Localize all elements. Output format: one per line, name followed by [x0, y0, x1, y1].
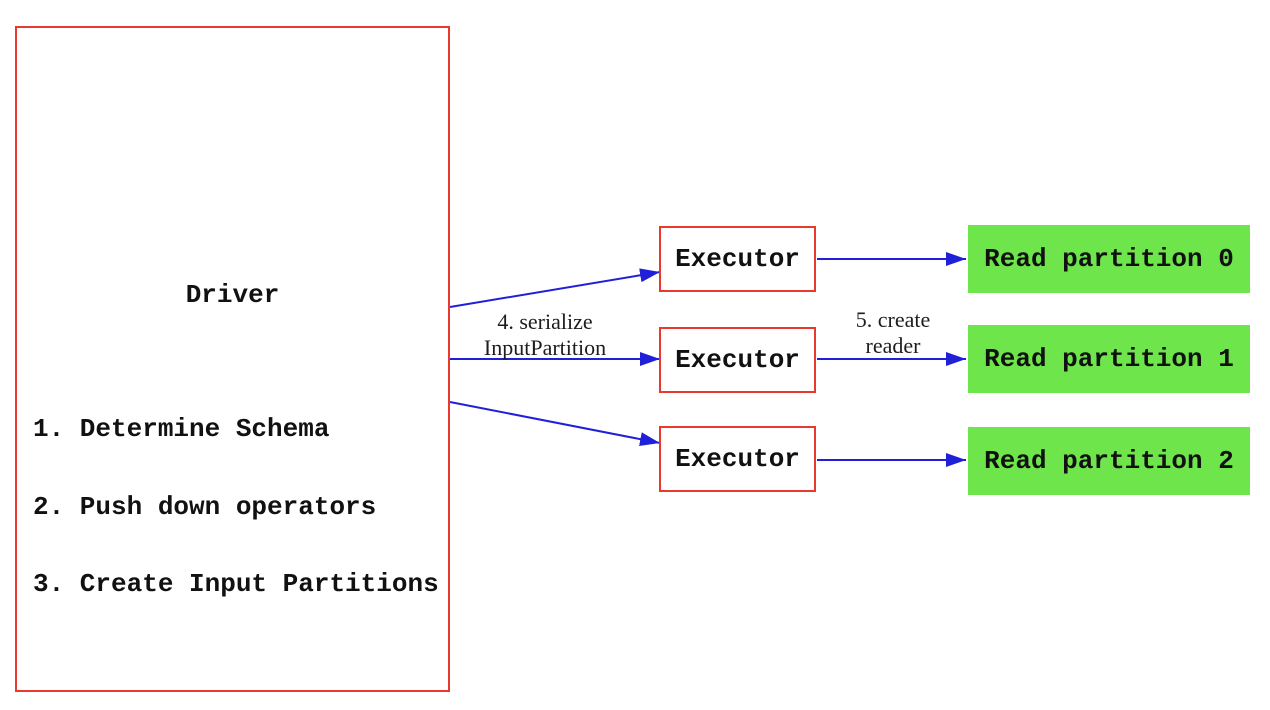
read-partition-box-1: Read partition 1 [968, 325, 1250, 393]
executor-box-2: Executor [659, 426, 816, 492]
edge-label-serialize-line1: 4. serialize [497, 309, 593, 334]
driver-title: Driver [185, 280, 280, 310]
edge-label-create-reader-line2: reader [865, 333, 921, 358]
edge-label-create-reader: 5. create reader [793, 307, 993, 359]
read-partition-box-0: Read partition 0 [968, 225, 1250, 293]
read-partition-box-2: Read partition 2 [968, 427, 1250, 495]
driver-step-1: 1. Determine Schema [33, 414, 330, 445]
executor-box-0: Executor [659, 226, 816, 292]
driver-step-2: 2. Push down operators [33, 491, 377, 522]
arrow-driver-to-executor-2 [449, 401, 661, 447]
driver-box: Driver 1. Determine Schema 2. Push down … [15, 26, 450, 692]
driver-steps: 1. Determine Schema 2. Push down operato… [33, 366, 439, 649]
arrow-driver-to-executor-0 [449, 268, 661, 308]
edge-label-serialize: 4. serialize InputPartition [435, 309, 655, 361]
edge-label-serialize-line2: InputPartition [483, 335, 607, 360]
driver-step-3: 3. Create Input Partitions [33, 568, 439, 599]
executor-box-1: Executor [659, 327, 816, 393]
edge-label-create-reader-line1: 5. create [855, 307, 931, 332]
